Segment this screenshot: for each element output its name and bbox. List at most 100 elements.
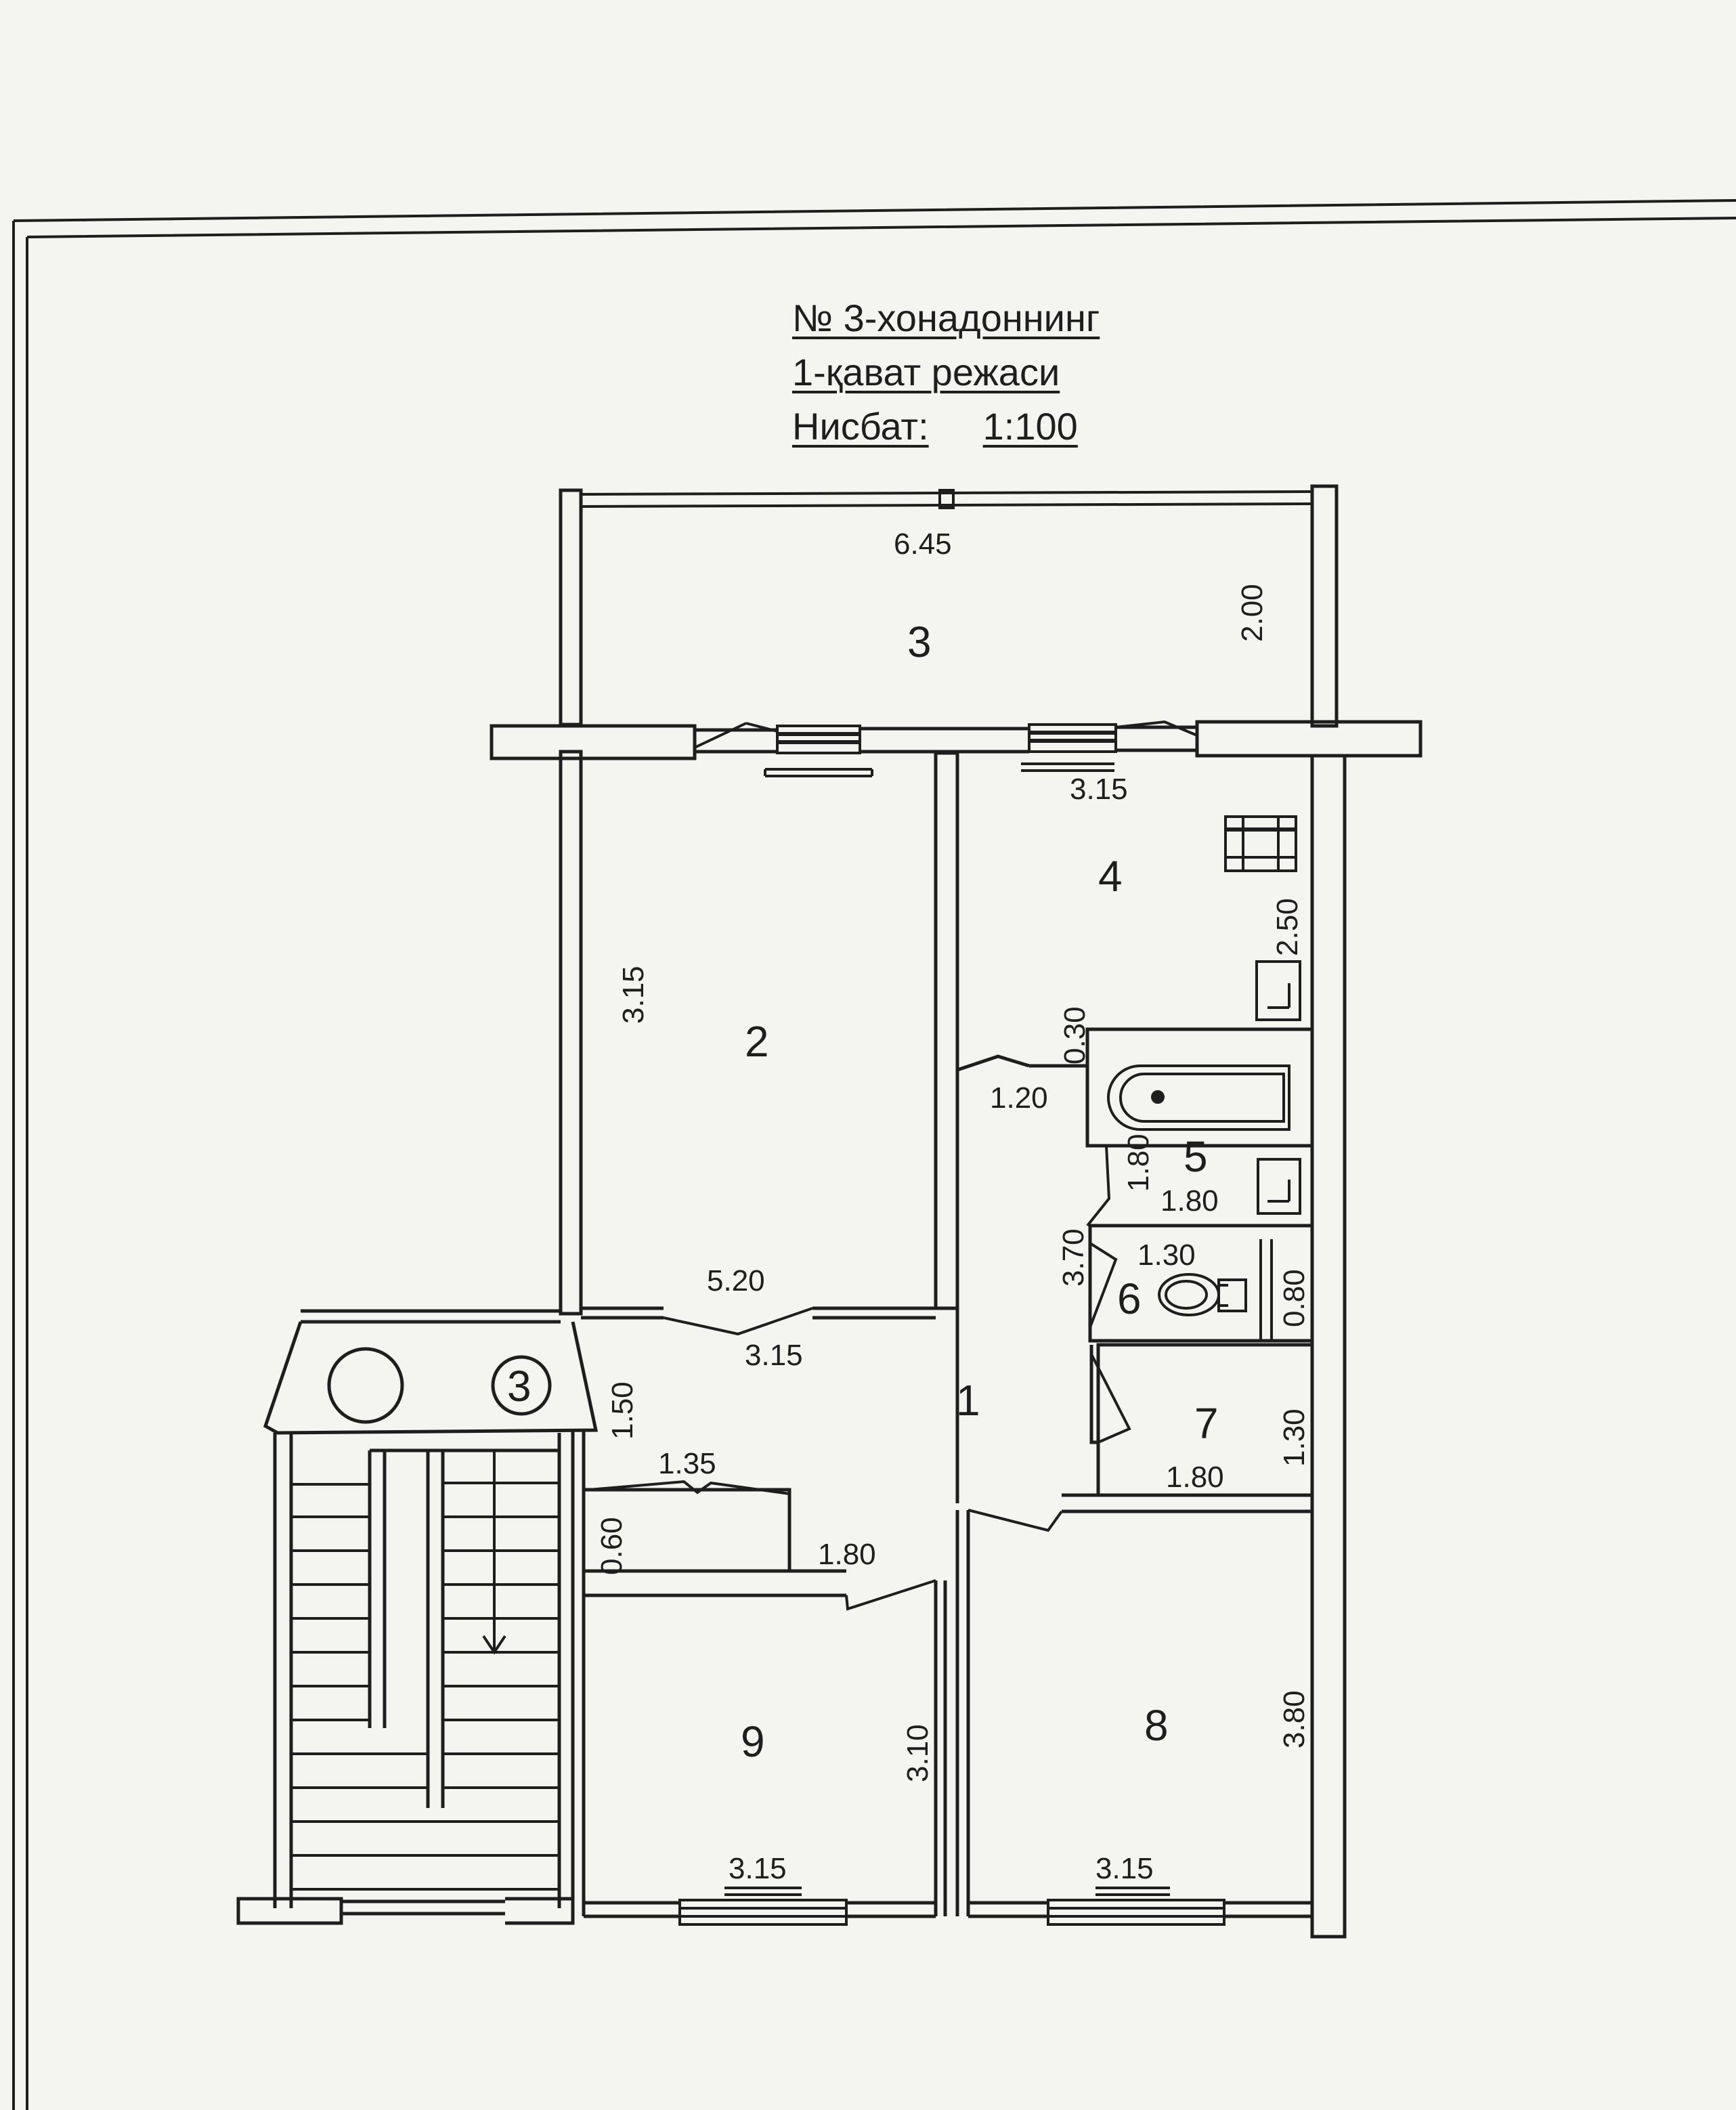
- dim-balcony-depth: 2.00: [1236, 584, 1269, 642]
- sill-room8: [1095, 1887, 1170, 1896]
- sheet-frame: [12, 199, 1736, 2110]
- balcony-rail-post: [938, 489, 955, 509]
- door-swing-bathroom: [1086, 1144, 1111, 1227]
- title-apartment: № 3-хонадоннинг: [792, 297, 1100, 339]
- dim-wc-depth: 0.80: [1278, 1269, 1311, 1327]
- title-scale: Нисбат: 1:100: [792, 400, 1100, 454]
- wall-room8-left: [955, 1510, 970, 1916]
- dim-store-depth: 1.30: [1278, 1408, 1311, 1467]
- dim-hall-short: 1.20: [990, 1081, 1048, 1115]
- room-number-1: 1: [956, 1376, 980, 1425]
- door-swing-room8: [968, 1509, 1063, 1532]
- stove-icon: [1224, 815, 1297, 872]
- window-room2: [776, 725, 861, 754]
- wall-entry-top: [301, 1309, 561, 1324]
- window-room4: [1028, 723, 1117, 753]
- wall-exterior-right: [1310, 754, 1347, 1939]
- room-number-3: 3: [907, 618, 932, 666]
- wall-room9-right: [934, 1580, 947, 1916]
- window-room2-glass: [777, 732, 860, 744]
- window-room9: [678, 1899, 848, 1926]
- wall-storage-outer: [1062, 1493, 1312, 1513]
- dim-hall-notch: 0.30: [1058, 1006, 1091, 1064]
- wall-kitchen-left: [955, 753, 1030, 1503]
- plan-title: № 3-хонадоннинг 1-қават режаси Нисбат: 1:…: [792, 291, 1100, 454]
- closet-door: [588, 1480, 790, 1495]
- room-number-2: 2: [745, 1017, 769, 1066]
- wall-wc: [1088, 1224, 1314, 1343]
- dim-bath-width: 1.80: [1160, 1184, 1219, 1218]
- chimney-circle: [327, 1347, 404, 1424]
- room-number-7: 7: [1194, 1399, 1219, 1448]
- dim-bath-height: 1.80: [1122, 1134, 1155, 1192]
- room-number-8: 8: [1144, 1701, 1169, 1750]
- door-swing-wc: [1089, 1242, 1118, 1328]
- sill-room2: [764, 768, 873, 777]
- wall-room2-bottom: [581, 1306, 936, 1320]
- sill-room9: [724, 1887, 802, 1896]
- outer-wall-top: [695, 725, 1197, 754]
- dim-kitchen-depth: 2.50: [1271, 898, 1304, 956]
- dim-room2-width: 5.20: [707, 1264, 765, 1297]
- room-number-6: 6: [1117, 1274, 1142, 1323]
- door-swing-room4: [1115, 720, 1198, 737]
- balcony-rail: [580, 490, 1313, 508]
- dim-store-width: 1.80: [1166, 1461, 1224, 1494]
- room-number-5: 5: [1184, 1132, 1208, 1181]
- dim-closet-width: 1.35: [658, 1447, 716, 1480]
- title-floor: 1-қават режаси: [792, 351, 1060, 393]
- landing-outline: [263, 1321, 599, 1435]
- wall-bottom-room8: [968, 1901, 1312, 1918]
- bathroom-sink-icon: [1257, 1158, 1301, 1215]
- window-room9-glass: [680, 1907, 846, 1918]
- window-room8-glass: [1048, 1907, 1224, 1918]
- sill-room4: [1021, 762, 1114, 772]
- door-swing-storage: [1090, 1354, 1131, 1444]
- kitchen-sink-icon: [1255, 960, 1301, 1021]
- stair-wall-left: [273, 1433, 293, 1908]
- stair-newel: [368, 1448, 559, 1808]
- wall-stub-right: [1195, 720, 1423, 758]
- scale-value: 1:100: [982, 405, 1078, 448]
- dim-room2-height: 3.15: [617, 966, 650, 1024]
- room-number-9: 9: [741, 1717, 765, 1766]
- stair-marker-number: 3: [507, 1362, 531, 1411]
- door-swing-room2-hall: [663, 1307, 813, 1336]
- balcony-wall-left: [559, 488, 583, 727]
- bathtub-icon: [1107, 1064, 1290, 1131]
- wall-room2-left: [559, 750, 583, 1316]
- dim-room9-height: 3.10: [901, 1724, 934, 1782]
- stair-marker-circle: [491, 1355, 552, 1416]
- door-swing-room2: [694, 722, 778, 749]
- dim-balcony-width: 6.45: [894, 528, 952, 561]
- door-swing-room9: [845, 1579, 936, 1611]
- dim-wc-width: 1.30: [1137, 1239, 1196, 1272]
- dim-hall-lower: 1.80: [818, 1538, 876, 1571]
- toilet-icon: [1158, 1273, 1247, 1316]
- dim-hall-length: 3.70: [1057, 1228, 1090, 1287]
- scale-label: Нисбат:: [792, 405, 929, 448]
- dim-room8-height: 3.80: [1278, 1690, 1311, 1748]
- stair-bottom: [236, 1897, 575, 1925]
- dim-room9-width: 3.15: [729, 1852, 787, 1885]
- stair-treads: [291, 1482, 559, 1891]
- dim-entry-depth: 1.50: [606, 1381, 639, 1440]
- dim-kitchen-width: 3.15: [1070, 773, 1128, 806]
- wall-stub-left: [490, 724, 697, 760]
- room-number-4: 4: [1098, 852, 1123, 901]
- stair-wall-right: [557, 1433, 575, 1908]
- wall-hall-right-lower: [1089, 1345, 1098, 1444]
- dim-closet-depth: 0.60: [595, 1517, 628, 1575]
- window-room8: [1047, 1899, 1225, 1926]
- dim-room8-width: 3.15: [1095, 1852, 1154, 1885]
- wall-bathroom: [1085, 1027, 1314, 1148]
- window-room4-glass: [1029, 731, 1116, 743]
- wall-wc-inner: [1259, 1239, 1273, 1341]
- wall-room2-right: [934, 751, 959, 1310]
- wall-bottom-room9: [584, 1901, 936, 1918]
- dim-hall-door-span: 3.15: [745, 1339, 803, 1372]
- stair-direction-arrow: [482, 1450, 506, 1655]
- balcony-wall-right: [1310, 484, 1339, 728]
